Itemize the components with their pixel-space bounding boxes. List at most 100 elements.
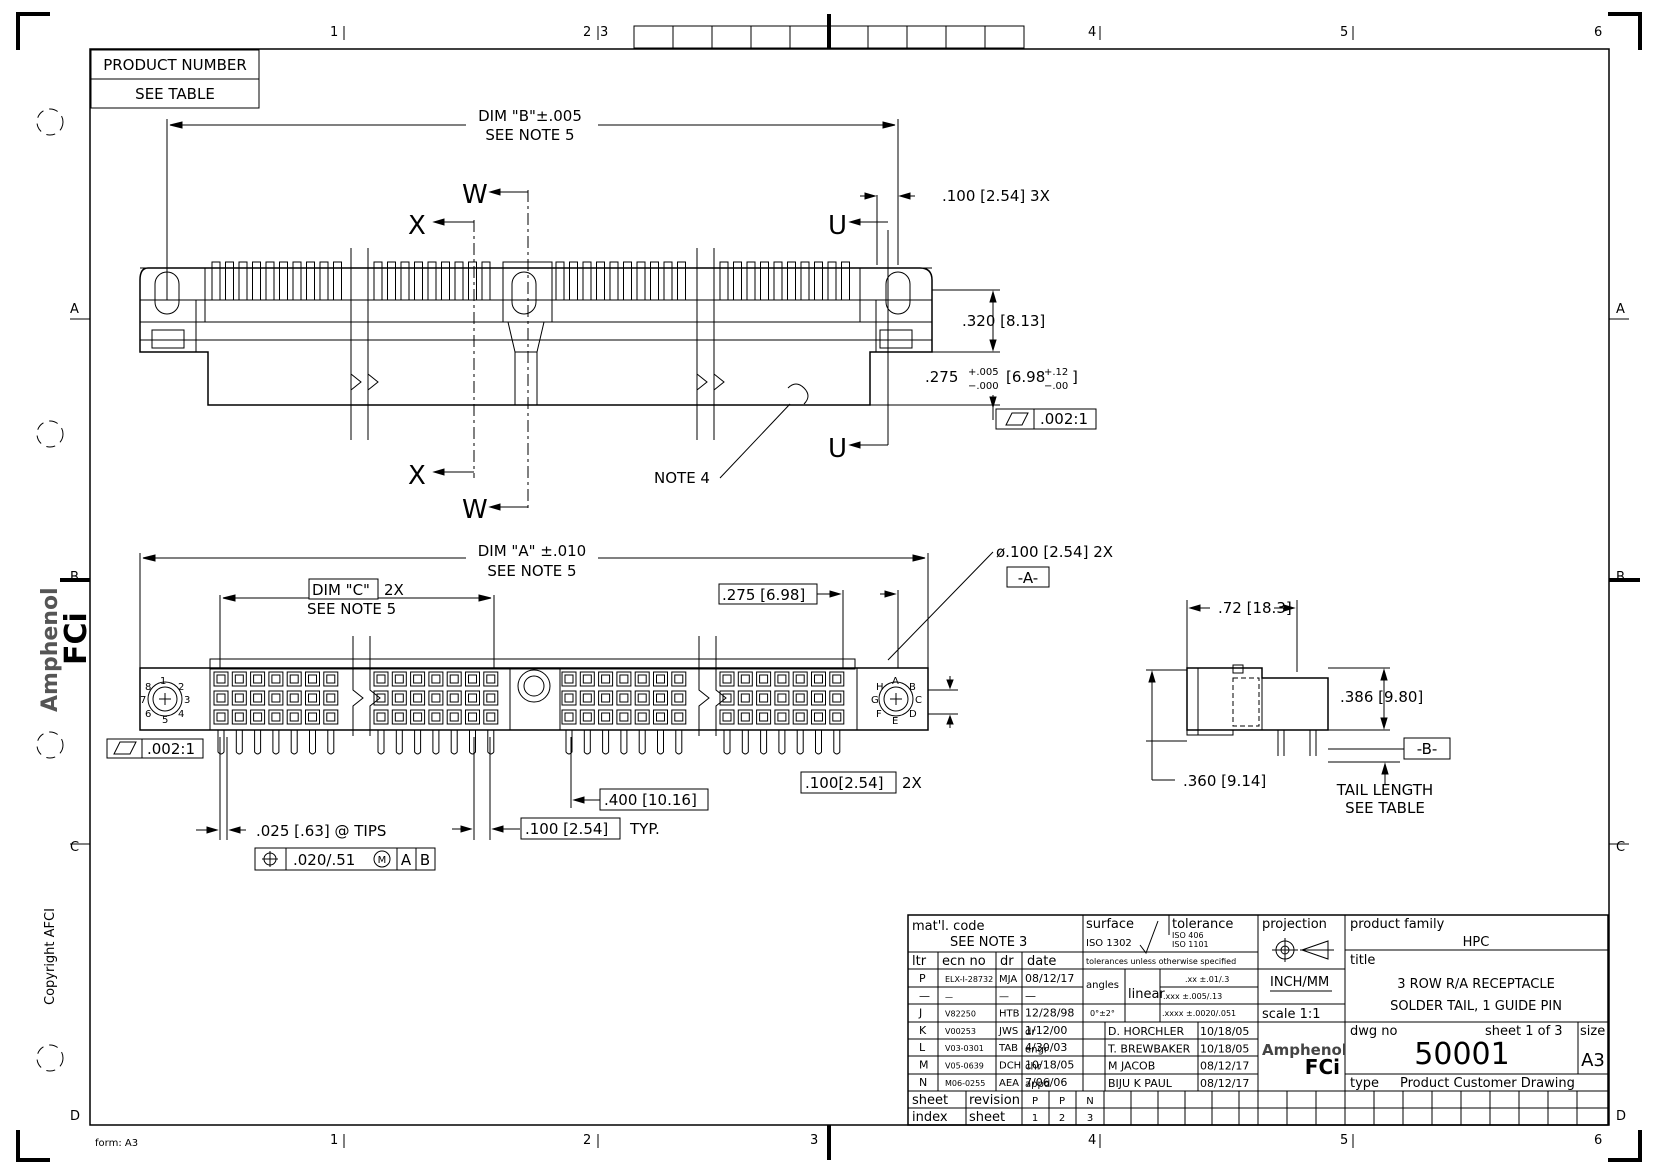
contact-cell xyxy=(653,709,668,725)
width-72-label: .72 [18.3] xyxy=(1218,599,1292,617)
contact-socket xyxy=(376,674,386,684)
revision-date: 08/12/17 xyxy=(1025,972,1074,985)
contact-socket xyxy=(234,674,244,684)
contact-cell xyxy=(483,690,499,706)
contact-cell xyxy=(231,690,247,706)
fin xyxy=(733,261,742,301)
zone-row-c: C xyxy=(70,840,79,855)
matl-code-label: mat'l. code xyxy=(912,919,985,934)
contact-cell xyxy=(483,709,499,725)
contact-cell xyxy=(774,709,790,725)
solder-tail xyxy=(487,730,495,755)
contact-cell xyxy=(250,671,266,687)
drawing-frame xyxy=(16,12,1642,1162)
title-block xyxy=(907,914,1609,1126)
height-360-label: .360 [9.14] xyxy=(1183,772,1266,790)
contact-cell xyxy=(465,671,480,687)
angles-value: 0°±2° xyxy=(1090,1009,1115,1018)
approval-name: D. HORCHLER xyxy=(1108,1025,1185,1038)
contact-cell xyxy=(231,671,247,687)
pitch-typ-suffix: TYP. xyxy=(629,820,660,838)
contact-cell xyxy=(829,671,845,687)
contact-cell xyxy=(305,690,320,706)
contact-cell xyxy=(373,709,389,725)
code-letter-d: D xyxy=(909,709,917,720)
sheet-index-rev-3: N xyxy=(1086,1096,1093,1107)
contact-cell xyxy=(829,690,845,706)
datum-b-label: -B- xyxy=(1417,740,1438,758)
dim-c-label: DIM "C" xyxy=(312,581,370,599)
matl-code-value: SEE NOTE 3 xyxy=(950,935,1027,950)
solder-tail xyxy=(602,730,610,755)
size-label: size xyxy=(1580,1024,1605,1039)
contact-socket xyxy=(637,693,647,703)
pitch-3x-label: .100 [2.54] 3X xyxy=(942,187,1050,205)
code-num-2: 2 xyxy=(178,682,184,693)
contact-cell xyxy=(305,709,320,725)
contact-cell xyxy=(391,671,407,687)
contact-cell xyxy=(410,671,426,687)
flatness-front-value: .002:1 xyxy=(147,740,195,758)
code-letter-e: E xyxy=(892,716,898,727)
hole-dia-label: ø.100 [2.54] 2X xyxy=(996,543,1113,561)
tolerance-unless: tolerances unless otherwise specified xyxy=(1086,957,1236,966)
contact-socket xyxy=(777,712,787,722)
code-num-8: 8 xyxy=(145,682,151,693)
contact-cell xyxy=(653,671,668,687)
solder-tail xyxy=(450,730,458,755)
revision-ltr: L xyxy=(919,1041,926,1054)
fin xyxy=(623,261,632,301)
contact-cell xyxy=(250,690,266,706)
datum-a-label: -A- xyxy=(1018,569,1038,587)
approval-date: 08/12/17 xyxy=(1200,1060,1249,1073)
contact-socket xyxy=(431,674,441,684)
fin xyxy=(225,261,234,301)
section-w-bottom: W xyxy=(462,495,488,525)
fin xyxy=(787,261,796,301)
dim-b-label: DIM "B"±.005 xyxy=(478,107,582,125)
contact-cell xyxy=(792,690,808,706)
contact-cell xyxy=(811,709,826,725)
left-margin: Amphenol FCi Copyright AFCI form: A3 xyxy=(38,587,138,1149)
tol-275-mm-main: [6.98 xyxy=(1006,368,1045,386)
dim-c-note: SEE NOTE 5 xyxy=(307,600,396,618)
scale-label: scale 1:1 xyxy=(1262,1007,1321,1022)
revision-ecn: V05-0639 xyxy=(945,1062,984,1071)
tol-275-plus: +.005 xyxy=(968,367,999,378)
dim-275-label: .275 [6.98] xyxy=(722,586,805,604)
contact-socket xyxy=(308,693,317,703)
dwg-no-value: 50001 xyxy=(1414,1037,1509,1072)
revision-date: 10/18/05 xyxy=(1025,1059,1074,1072)
contact-cell xyxy=(719,709,735,725)
sheet-index-sheet-1: 1 xyxy=(1032,1113,1038,1124)
zone-col-2-bottom: 2 xyxy=(583,1133,591,1148)
contact-socket xyxy=(601,674,611,684)
contact-cell xyxy=(250,709,266,725)
solder-tail xyxy=(235,730,243,755)
fin xyxy=(319,261,329,301)
zone-col-1: 1 xyxy=(330,25,338,40)
contact-socket xyxy=(326,693,336,703)
tol-xxx: .xxx ±.005/.13 xyxy=(1163,992,1222,1001)
solder-tail xyxy=(414,730,422,755)
contact-cell xyxy=(428,671,444,687)
height-320-label: .320 [8.13] xyxy=(962,312,1045,330)
product-number-label: PRODUCT NUMBER xyxy=(103,56,247,74)
approval-date: 10/18/05 xyxy=(1200,1025,1249,1038)
contact-socket xyxy=(601,712,611,722)
contact-socket xyxy=(394,693,404,703)
position-datum-a: A xyxy=(401,851,412,869)
contact-socket xyxy=(637,712,647,722)
contact-cell xyxy=(811,690,826,706)
pitch-2x-value: .100[2.54] xyxy=(805,774,884,792)
contact-cell xyxy=(616,709,632,725)
projection-label: projection xyxy=(1262,917,1327,932)
zone-row-a: A xyxy=(70,302,79,317)
contact-cell xyxy=(391,690,407,706)
solder-tail xyxy=(620,730,628,755)
zone-col-6-bottom: 6 xyxy=(1594,1133,1602,1148)
code-num-1: 1 xyxy=(160,676,166,687)
revision-date: 1/12/00 xyxy=(1025,1024,1067,1037)
revision-dr: MJA xyxy=(999,974,1017,985)
contact-cell xyxy=(446,671,462,687)
